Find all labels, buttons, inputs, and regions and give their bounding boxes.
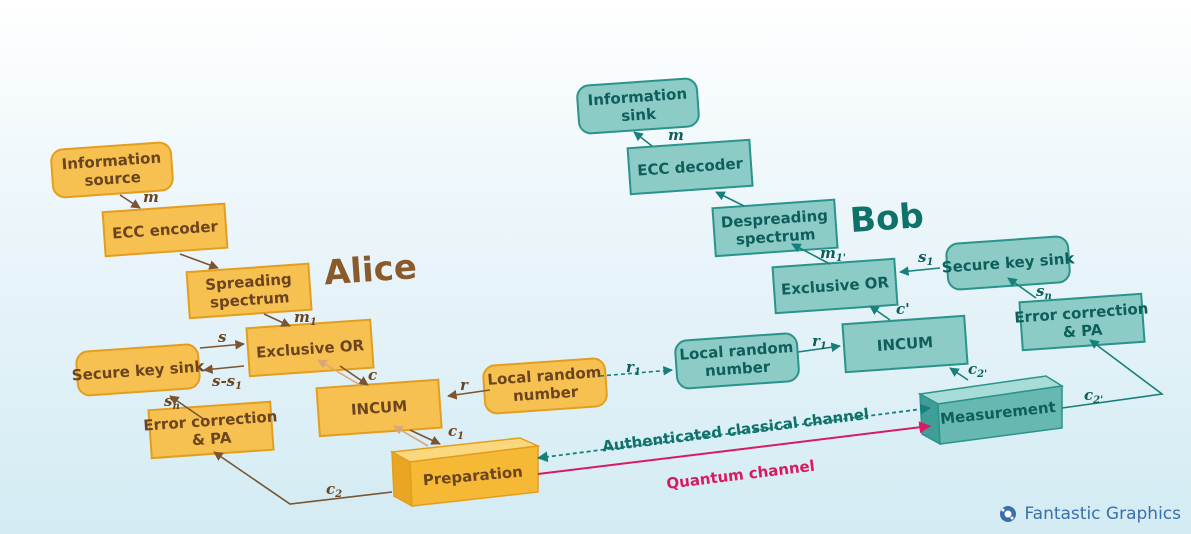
label-r1-bob: r1 <box>812 332 827 352</box>
svg-text:sink: sink <box>621 105 658 125</box>
quantum-channel-line <box>537 421 932 475</box>
classical-channel-line <box>536 403 932 463</box>
label-c-alice: c <box>368 366 377 384</box>
svg-text:& PA: & PA <box>191 429 232 450</box>
alice-information-source: Information source <box>50 141 174 199</box>
quantum-channel-label: Quantum channel <box>665 457 815 493</box>
alice-spreading-spectrum: Spreading spectrum <box>185 262 313 320</box>
channel-lines <box>536 365 932 475</box>
svg-text:number: number <box>704 358 771 381</box>
bob-ecc-decoder: ECC decoder <box>626 138 754 196</box>
svg-text:& PA: & PA <box>1062 321 1103 342</box>
label-c2: c2 <box>326 480 342 500</box>
alice-exclusive-or: Exclusive OR <box>245 318 375 378</box>
bob-arrows <box>633 131 1165 409</box>
label-r1-dashed: r1 <box>626 358 641 378</box>
label-sn-alice: sn <box>164 392 180 412</box>
svg-text:INCUM: INCUM <box>350 397 407 419</box>
label-m1: m1 <box>294 308 317 328</box>
alice-local-random-number: Local random number <box>482 357 608 415</box>
label-c-prime: c' <box>896 300 910 318</box>
brand-name: Fantastic Graphics <box>1024 504 1181 524</box>
svg-text:INCUM: INCUM <box>876 333 933 355</box>
label-s1: s1 <box>918 248 933 268</box>
alice-title: Alice <box>323 247 418 293</box>
svg-text:source: source <box>84 168 141 190</box>
signal-labels: m m1 s s-s1 sn c c1 r c2 m m1' s1 sn c' … <box>143 126 1103 500</box>
bob-measurement: Measurement <box>917 375 1065 446</box>
bob-exclusive-or: Exclusive OR <box>771 257 899 315</box>
label-m1-prime: m1' <box>820 244 846 264</box>
bob-information-sink: Information sink <box>576 77 700 135</box>
svg-text:spectrum: spectrum <box>735 225 816 249</box>
label-m-bob: m <box>668 126 684 144</box>
alice-ecc-encoder: ECC encoder <box>101 202 229 258</box>
bob-despreading-spectrum: Despreading spectrum <box>711 198 839 258</box>
alice-preparation: Preparation <box>389 437 541 508</box>
brand-watermark: Fantastic Graphics <box>998 504 1181 524</box>
alice-light-arrows <box>317 359 429 447</box>
label-sn-bob: sn <box>1036 282 1052 302</box>
alice-incum: INCUM <box>315 378 443 438</box>
bob-incum: INCUM <box>841 314 969 374</box>
alice-arrows <box>119 194 491 505</box>
bob-title: Bob <box>849 196 925 241</box>
r1-dashed-link <box>599 365 673 377</box>
alice-secure-key-sink: Secure key sink <box>71 343 206 397</box>
svg-text:number: number <box>512 383 579 406</box>
classical-channel-label: Authenticated classical channel <box>601 405 870 456</box>
label-c1: c1 <box>448 422 464 442</box>
bob-local-random-number: Local random number <box>674 332 800 390</box>
label-m-alice: m <box>143 188 159 206</box>
svg-text:spectrum: spectrum <box>209 288 290 312</box>
svg-text:Spreading: Spreading <box>205 270 293 294</box>
label-s: s <box>218 328 227 346</box>
alice-error-correction: Error correction & PA <box>143 400 278 460</box>
label-c2-prime-incum: c2' <box>968 360 987 380</box>
label-c2-prime-ec: c2' <box>1084 386 1103 406</box>
label-r: r <box>460 376 469 394</box>
label-s-s1: s-s1 <box>212 372 242 392</box>
bob-secure-key-sink: Secure key sink <box>941 235 1076 291</box>
bob-error-correction: Error correction & PA <box>1014 292 1149 352</box>
gear-logo-icon <box>1000 506 1017 522</box>
